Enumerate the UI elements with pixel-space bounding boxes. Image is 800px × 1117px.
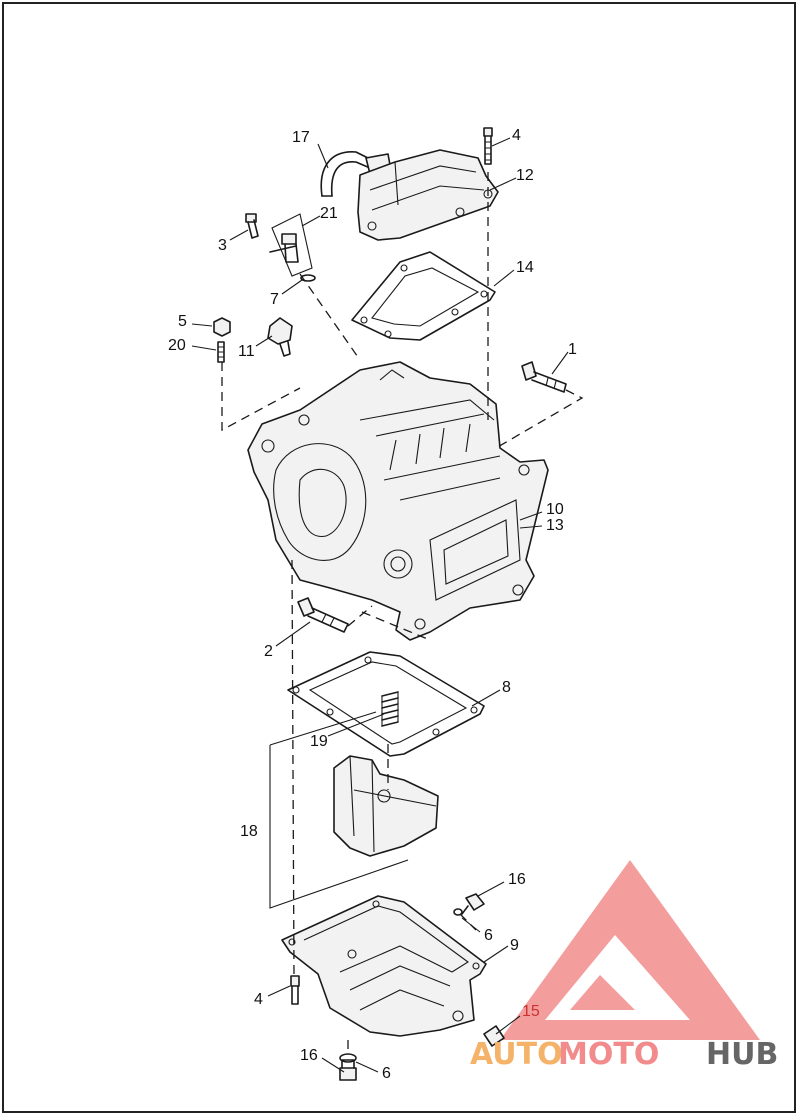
callout-10: 10 (546, 501, 564, 518)
callout-17: 17 (292, 129, 310, 146)
callout-19: 19 (310, 733, 328, 750)
part-15-fitting (483, 1025, 505, 1047)
callout-2: 2 (264, 643, 273, 660)
callout-3: 3 (218, 237, 227, 254)
part-14-gasket (351, 251, 496, 341)
callout-21: 21 (320, 205, 338, 222)
callout-12: 12 (516, 167, 534, 184)
part-9-oil-pan (281, 895, 487, 1037)
watermark-auto: AUTO (470, 1037, 563, 1072)
part-7-o-ring (300, 274, 316, 282)
callout-labels: 17 4 12 21 3 14 7 5 20 11 1 10 13 2 8 19… (168, 127, 577, 1082)
callout-6-upper: 6 (484, 927, 493, 944)
watermark-text: AUTO MOTO HUB (470, 1037, 778, 1072)
callout-18: 18 (240, 823, 258, 840)
part-4-bottom-bolt (290, 975, 300, 1005)
part-20-stud (217, 341, 225, 363)
part-10-13-crankcase (247, 361, 549, 641)
part-1-bolt (521, 361, 567, 393)
watermark-triangle-cut (570, 975, 635, 1010)
callout-8: 8 (502, 679, 511, 696)
part-19-spring (381, 691, 399, 727)
part-8-gasket (287, 651, 485, 757)
bracket-18 (269, 711, 409, 909)
part-18-baffle (333, 755, 439, 857)
part-11-switch (267, 317, 293, 357)
callout-9: 9 (510, 937, 519, 954)
callout-4-top: 4 (512, 127, 521, 144)
watermark-logo (500, 860, 760, 1040)
part-12-top-cover (357, 149, 499, 241)
leader-lines (191, 137, 569, 1073)
part-16-drain-plug (339, 1059, 357, 1081)
part-5-nut (213, 317, 231, 337)
watermark-moto: MOTO (558, 1037, 659, 1072)
part-6-o-ring-upper (453, 908, 463, 916)
callout-7: 7 (270, 291, 279, 308)
part-6-o-ring-lower (339, 1053, 357, 1063)
callout-16-lower: 16 (300, 1047, 318, 1064)
callout-5: 5 (178, 313, 187, 330)
part-16-plug-upper (461, 893, 485, 915)
callout-4-bottom: 4 (254, 991, 263, 1008)
part-4-top-bolt (483, 127, 493, 165)
callout-6-lower: 6 (382, 1065, 391, 1082)
callout-1: 1 (568, 341, 577, 358)
watermark-triangle-outer (500, 860, 760, 1040)
callout-13: 13 (546, 517, 564, 534)
callout-15: 15 (522, 1003, 540, 1020)
callout-11: 11 (238, 343, 255, 360)
part-21-sensor (269, 213, 313, 277)
callout-20: 20 (168, 337, 186, 354)
callout-16-upper: 16 (508, 871, 526, 888)
part-2-bolt (297, 597, 349, 633)
part-3-bolt (245, 213, 259, 239)
assembly-dashed-lines (221, 172, 584, 1054)
callout-14: 14 (516, 259, 534, 276)
watermark-hub: HUB (706, 1037, 778, 1072)
